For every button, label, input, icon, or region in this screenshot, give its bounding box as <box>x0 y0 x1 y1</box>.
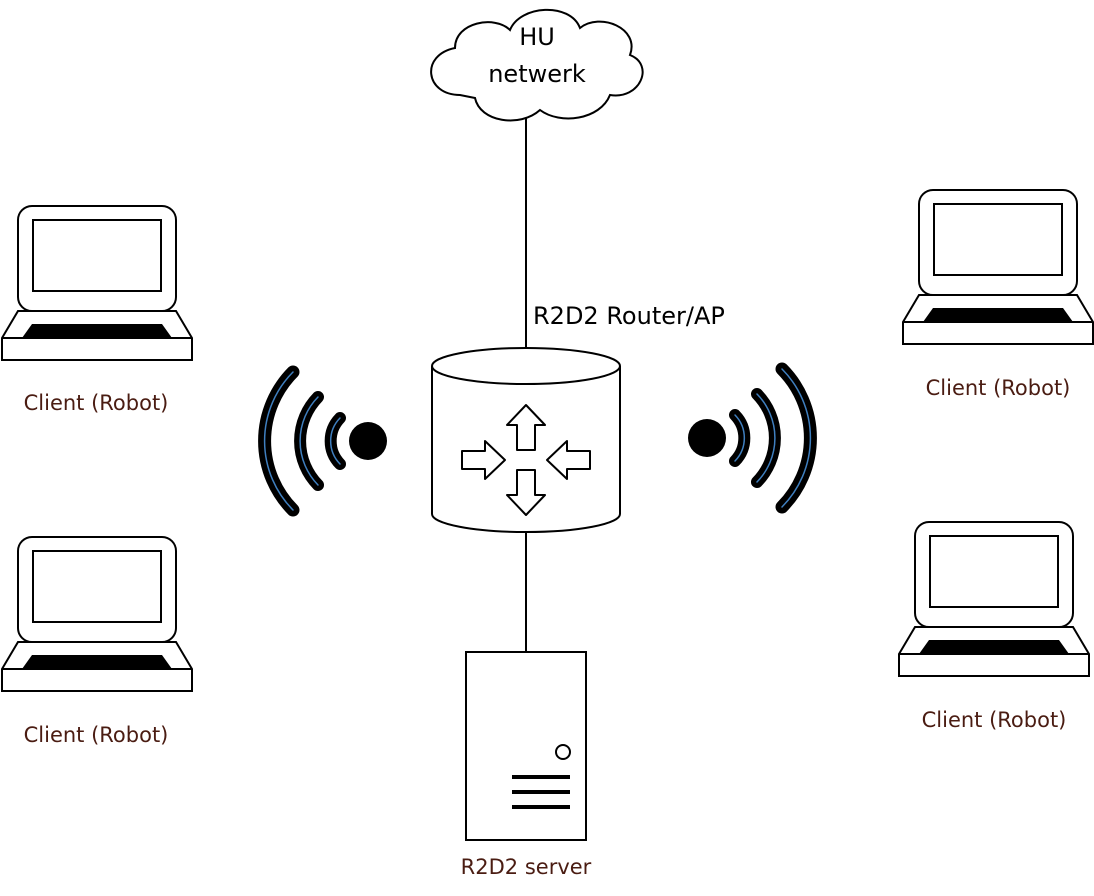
server-label: R2D2 server <box>461 855 592 879</box>
laptop-icon-top-left <box>1 205 193 361</box>
wifi-icon-right <box>688 362 817 514</box>
cloud-icon: HU netwerk <box>430 8 644 122</box>
laptop-icon-bottom-right <box>898 521 1090 677</box>
client-label-bottom-right: Client (Robot) <box>922 708 1067 732</box>
client-label-bottom-left: Client (Robot) <box>24 723 169 747</box>
laptop-icon-bottom-left <box>1 536 193 692</box>
client-label-top-left: Client (Robot) <box>24 391 169 415</box>
wifi-icon-left <box>258 365 387 517</box>
server-icon <box>465 651 587 841</box>
laptop-icon-top-right <box>902 189 1094 345</box>
cloud-label-line2: netwerk <box>488 60 586 88</box>
cloud-label-line1: HU <box>519 23 555 51</box>
router-icon: R2D2 Router/AP <box>431 302 725 533</box>
client-label-top-right: Client (Robot) <box>926 376 1071 400</box>
router-label: R2D2 Router/AP <box>533 302 725 330</box>
